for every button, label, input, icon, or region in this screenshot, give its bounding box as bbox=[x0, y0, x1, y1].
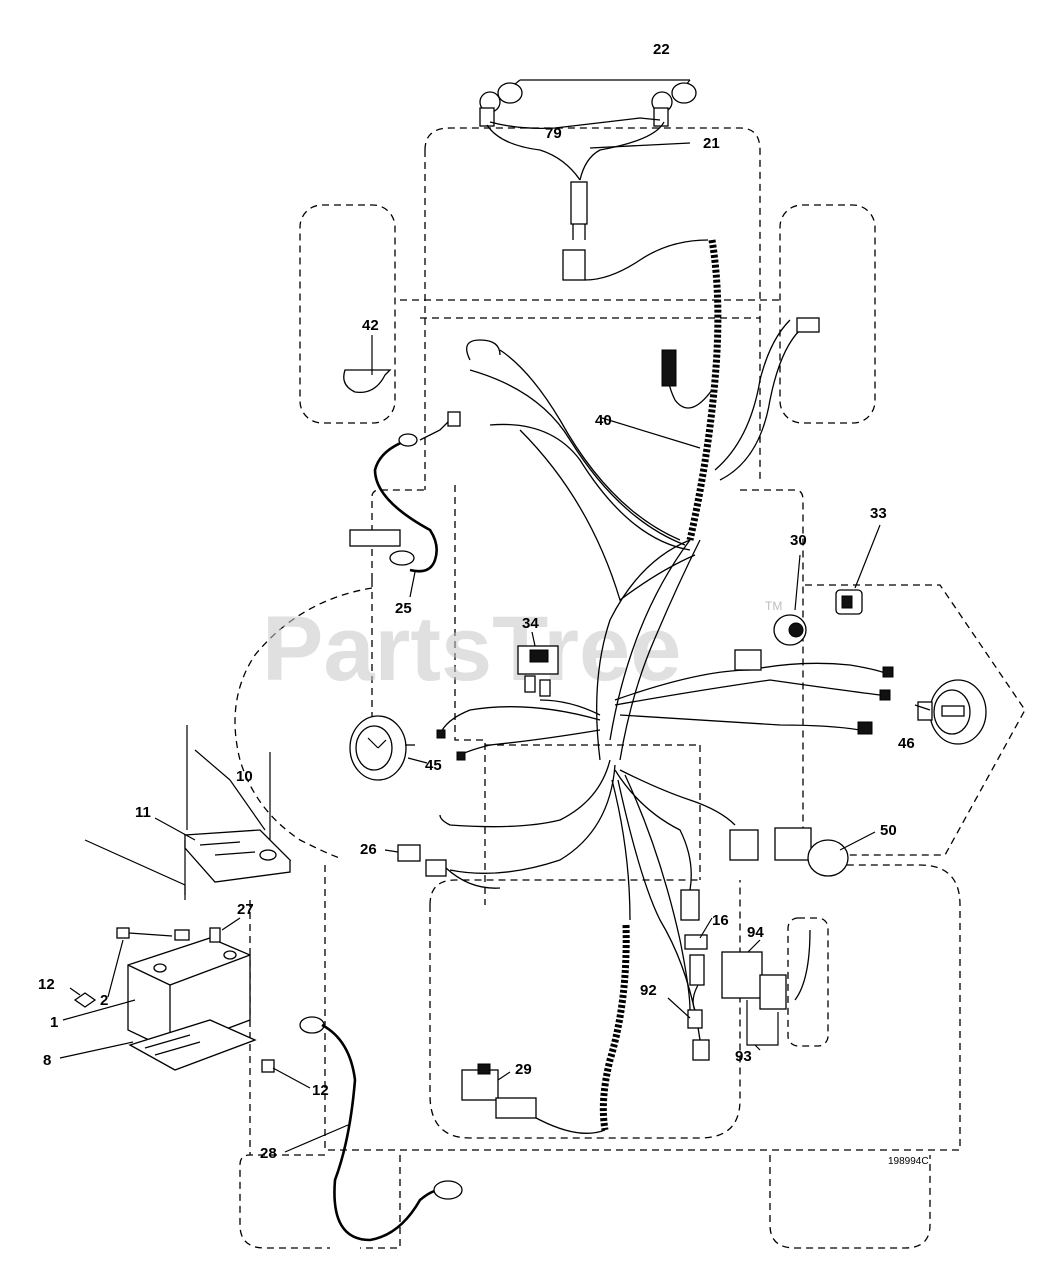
callout-28: 28 bbox=[260, 1145, 277, 1162]
mount-hardware bbox=[183, 725, 292, 883]
watermark-text: PartsTree bbox=[262, 598, 681, 700]
callout-45: 45 bbox=[425, 757, 442, 774]
ground-strap-28 bbox=[299, 1016, 463, 1242]
callout-12-top: 12 bbox=[38, 976, 55, 993]
callout-33: 33 bbox=[870, 505, 887, 522]
fuse-26 bbox=[397, 844, 501, 889]
headlight-assembly bbox=[479, 79, 697, 240]
callout-94: 94 bbox=[747, 924, 764, 941]
seat-switch-29 bbox=[461, 1063, 537, 1119]
bracket-42 bbox=[343, 335, 392, 394]
callout-34: 34 bbox=[522, 615, 539, 632]
switch-34 bbox=[517, 645, 559, 697]
callout-42: 42 bbox=[362, 317, 379, 334]
callout-30: 30 bbox=[790, 532, 807, 549]
callout-92: 92 bbox=[640, 982, 657, 999]
callout-10: 10 bbox=[236, 768, 253, 785]
callout-26: 26 bbox=[360, 841, 377, 858]
callout-21: 21 bbox=[703, 135, 720, 152]
callout-29: 29 bbox=[515, 1061, 532, 1078]
switch-30 bbox=[773, 614, 807, 646]
callout-11: 11 bbox=[135, 804, 151, 821]
leader-lines bbox=[59, 417, 931, 1153]
callout-12-bottom: 12 bbox=[312, 1082, 329, 1099]
watermark: PartsTree TM bbox=[262, 598, 782, 700]
gauge-46 bbox=[917, 679, 987, 745]
solenoid-assembly bbox=[684, 917, 829, 1047]
callout-16: 16 bbox=[712, 912, 729, 929]
callout-93: 93 bbox=[735, 1048, 752, 1065]
callout-40: 40 bbox=[595, 412, 612, 429]
switch-50 bbox=[774, 827, 849, 877]
callout-25: 25 bbox=[395, 600, 412, 617]
watermark-trademark: TM bbox=[765, 599, 782, 613]
switch-33 bbox=[835, 589, 863, 615]
callout-50: 50 bbox=[880, 822, 897, 839]
callout-79: 79 bbox=[545, 125, 562, 142]
drawing-number: 198994C bbox=[888, 1156, 929, 1167]
callout-1: 1 bbox=[50, 1014, 58, 1031]
callout-2: 2 bbox=[100, 992, 108, 1009]
gauge-45 bbox=[349, 715, 415, 781]
callout-27: 27 bbox=[237, 901, 254, 918]
callout-8: 8 bbox=[43, 1052, 51, 1069]
battery-assembly bbox=[73, 927, 275, 1073]
callout-46: 46 bbox=[898, 735, 915, 752]
main-harness bbox=[436, 239, 894, 1134]
ground-wire bbox=[349, 411, 461, 573]
callout-labels: 22 79 21 42 40 33 30 25 34 10 11 45 46 5… bbox=[38, 41, 929, 1167]
callout-22: 22 bbox=[653, 41, 670, 58]
